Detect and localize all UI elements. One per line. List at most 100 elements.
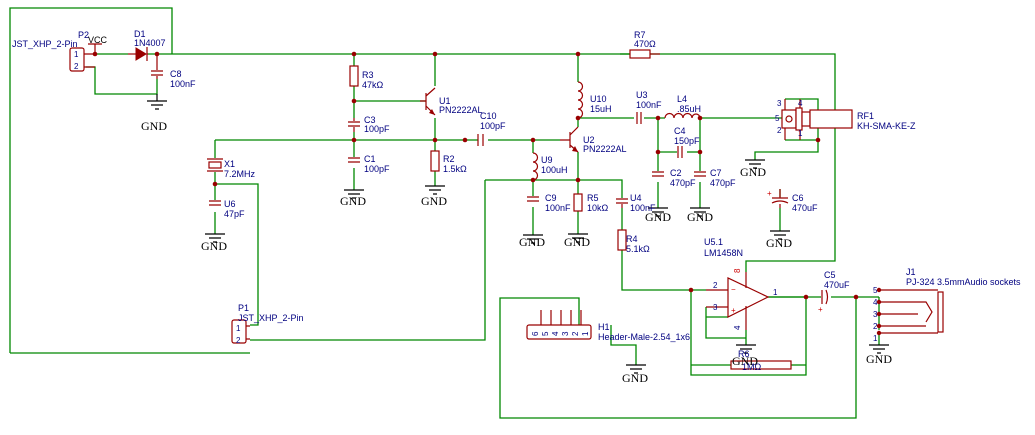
rf1-pin4: 4 — [798, 99, 803, 108]
r7-resistor — [629, 49, 651, 59]
gnd-label-13: GND — [866, 352, 892, 366]
r5-resistor — [573, 193, 583, 212]
r6-value: 1MΩ — [742, 362, 762, 372]
components: + − + + — [69, 43, 944, 370]
gnd-label-9: GND — [740, 165, 766, 179]
u4-ref: U4 — [630, 193, 642, 203]
p2-pin2: 2 — [74, 62, 79, 71]
x1-value: 7.2MHz — [224, 169, 256, 179]
j1-pin1: 1 — [873, 334, 878, 343]
r5-ref: R5 — [587, 193, 599, 203]
c6-capacitor — [771, 189, 789, 208]
u6-value: 47pF — [224, 209, 245, 219]
h1-pin5: 5 — [541, 331, 550, 336]
j1-pin2: 2 — [873, 322, 878, 331]
svg-text:+: + — [818, 305, 823, 314]
c8-ref: C8 — [170, 69, 182, 79]
h1-value: Header-Male-2.54_1x6 — [598, 332, 690, 342]
c3-capacitor — [348, 118, 360, 132]
gnd-label-12: GND — [622, 371, 648, 385]
u10-ref: U10 — [590, 94, 607, 104]
h1-pin2: 2 — [571, 331, 580, 336]
c8-capacitor — [151, 54, 163, 79]
c3-ref: C3 — [364, 115, 376, 125]
u1-ref: U1 — [439, 96, 451, 106]
u5-pin2: 2 — [713, 281, 718, 290]
c9-capacitor — [527, 196, 539, 202]
u2-transistor — [560, 126, 579, 153]
l4-ref: L4 — [677, 94, 687, 104]
d1-value: 1N4007 — [134, 38, 166, 48]
c5-ref: C5 — [824, 270, 836, 280]
j1-pin4: 4 — [873, 298, 878, 307]
d1-ref: D1 — [134, 29, 146, 39]
rf1-pin1: 1 — [798, 129, 803, 138]
gnd-label-2: GND — [340, 194, 366, 208]
p2-pin1: 1 — [74, 50, 79, 59]
u6-ref: U6 — [224, 199, 236, 209]
p2-ref: P2 — [78, 30, 89, 40]
c4-value: 150pF — [674, 136, 700, 146]
c9-ref: C9 — [545, 193, 557, 203]
c7-ref: C7 — [710, 168, 722, 178]
c2-value: 470pF — [670, 178, 696, 188]
u5-pin1: 1 — [773, 288, 778, 297]
gnd-label-10: GND — [766, 236, 792, 250]
r6-ref: R6 — [738, 349, 750, 359]
rf1-ref: RF1 — [857, 111, 874, 121]
h1-header — [526, 310, 592, 340]
u6-capacitor — [209, 200, 221, 206]
p1-value: JST_XHP_2-Pin — [238, 313, 304, 323]
junctions — [92, 51, 859, 300]
r4-resistor — [617, 229, 627, 251]
c3-value: 100pF — [364, 124, 390, 134]
p1-ref: P1 — [238, 303, 249, 313]
j1-pin5: 5 — [873, 286, 878, 295]
u10-value: 15uH — [590, 104, 612, 114]
c10-capacitor — [477, 134, 484, 146]
r3-resistor — [349, 65, 359, 87]
u3-capacitor — [636, 112, 642, 124]
gnd-label-4: GND — [201, 239, 227, 253]
gnd-label-11: GND — [732, 354, 758, 368]
svg-text:+: + — [731, 306, 736, 315]
c10-ref: C10 — [480, 111, 497, 121]
r7-ref: R7 — [634, 30, 646, 40]
u3-value: 100nF — [636, 100, 662, 110]
c7-value: 470pF — [710, 178, 736, 188]
u2-ref: U2 — [583, 135, 595, 145]
r2-value: 1.5kΩ — [443, 164, 467, 174]
x1-ref: X1 — [224, 159, 235, 169]
c9-value: 100nF — [545, 203, 571, 213]
u5-value: LM1458N — [704, 248, 743, 258]
d1-diode — [128, 47, 148, 61]
gnd-label-6: GND — [564, 235, 590, 249]
c8-value: 100nF — [170, 79, 196, 89]
c10-value: 100pF — [480, 121, 506, 131]
h1-pin6: 6 — [531, 331, 540, 336]
r2-resistor — [430, 150, 440, 172]
j1-value: PJ-324 3.5mmAudio sockets — [906, 277, 1021, 287]
c1-ref: C1 — [364, 154, 376, 164]
p2-body — [69, 47, 85, 72]
c4-ref: C4 — [674, 126, 686, 136]
u1-transistor — [420, 87, 436, 116]
h1-ref: H1 — [598, 322, 610, 332]
gnd-label-7: GND — [645, 210, 671, 224]
u5-opamp: − + — [706, 272, 770, 330]
u5-pin3: 3 — [713, 303, 718, 312]
p2-value: JST_XHP_2-Pin — [12, 39, 78, 49]
r6-resistor — [730, 360, 792, 370]
rf1-connector — [781, 99, 853, 140]
rf1-pin2: 2 — [777, 126, 782, 135]
p1-pin2: 2 — [236, 336, 241, 345]
u9-inductor — [532, 152, 539, 181]
h1-pin3: 3 — [561, 331, 570, 336]
h1-pin1: 1 — [581, 331, 590, 336]
svg-text:+: + — [767, 189, 772, 198]
c2-ref: C2 — [670, 168, 682, 178]
c7-capacitor — [694, 171, 706, 177]
gnd-label-5: GND — [519, 235, 545, 249]
r7-value: 470Ω — [634, 39, 656, 49]
